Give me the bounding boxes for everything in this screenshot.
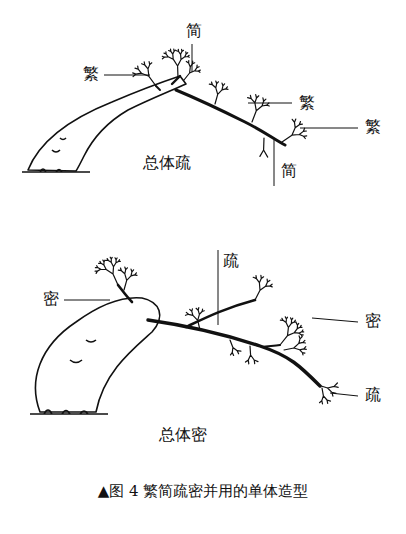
dense-label: 密: [364, 312, 382, 330]
twig-cluster: [230, 340, 241, 356]
twig-cluster: [162, 49, 189, 78]
leader-line: [274, 140, 275, 186]
leader-line: [192, 44, 193, 72]
figure-caption: ▲图 4 繁简疏密并用的单体造型: [98, 482, 309, 500]
twig-cluster: [209, 81, 228, 104]
sparse-label: 简: [185, 22, 203, 40]
sparse-label: 疏: [222, 252, 240, 270]
roots: [22, 138, 90, 172]
twig-cluster: [95, 257, 120, 285]
leader-line: [300, 128, 358, 129]
twig-cluster: [280, 317, 304, 345]
twig-cluster: [248, 95, 270, 122]
overall-caption: 总体疏: [142, 154, 192, 172]
dense-label: 繁: [82, 65, 100, 83]
branch: [156, 86, 160, 90]
twig-cluster: [186, 308, 205, 330]
overall-caption: 总体密: [158, 426, 208, 444]
twig-cluster: [133, 62, 156, 87]
leader-line: [64, 300, 110, 301]
branch: [186, 300, 255, 327]
leader-line: [312, 318, 358, 322]
leader-line: [218, 250, 219, 325]
branch: [172, 76, 180, 84]
dense-label: 密: [42, 290, 60, 308]
twig-cluster: [318, 383, 338, 396]
dense-label: 繁: [364, 118, 382, 136]
leader-line: [330, 393, 358, 396]
leader-line: [248, 103, 292, 104]
twig-cluster: [282, 119, 307, 142]
twig-cluster: [118, 267, 137, 290]
branch: [262, 345, 280, 347]
twig-cluster: [284, 336, 306, 355]
branch: [176, 90, 285, 145]
sparse-label: 简: [280, 162, 298, 180]
twig-cluster: [253, 275, 272, 300]
twig-cluster: [260, 138, 268, 157]
leader-line: [104, 75, 150, 76]
dense-label: 繁: [298, 94, 316, 112]
twig-cluster: [246, 346, 259, 364]
roots: [30, 340, 108, 414]
trunk: [36, 298, 160, 412]
twig-cluster: [320, 388, 331, 404]
sparse-label: 疏: [364, 386, 382, 404]
branch: [148, 320, 320, 386]
